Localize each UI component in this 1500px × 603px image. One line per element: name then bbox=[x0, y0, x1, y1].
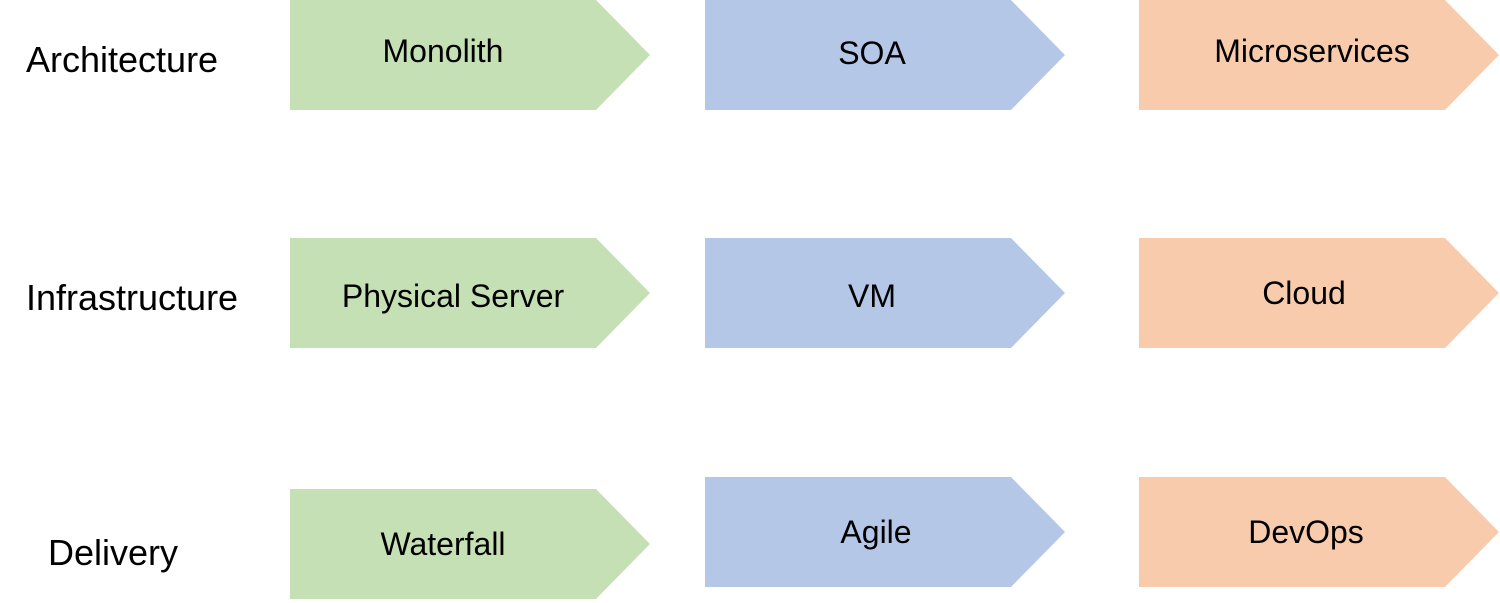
chevron-label-soa: SOA bbox=[838, 34, 906, 71]
chevron-label-monolith: Monolith bbox=[382, 32, 504, 69]
chevron-monolith: Monolith bbox=[290, 0, 650, 110]
chevron-physical-server: Physical Server bbox=[290, 238, 650, 348]
chevron-label-devops: DevOps bbox=[1248, 513, 1364, 550]
chevron-label-physical-server: Physical Server bbox=[341, 277, 565, 314]
chevron-devops: DevOps bbox=[1139, 477, 1499, 587]
chevron-label-waterfall: Waterfall bbox=[380, 525, 506, 562]
row-label-architecture: Architecture bbox=[26, 39, 219, 80]
chevron-soa: SOA bbox=[705, 0, 1065, 110]
row-label-infrastructure: Infrastructure bbox=[26, 277, 239, 318]
chevron-agile: Agile bbox=[705, 477, 1065, 587]
row-label-delivery: Delivery bbox=[48, 532, 179, 573]
chevron-label-vm: VM bbox=[848, 277, 896, 314]
chevron-waterfall: Waterfall bbox=[290, 489, 650, 599]
chevron-microservices: Microservices bbox=[1139, 0, 1499, 110]
chevron-label-microservices: Microservices bbox=[1214, 32, 1410, 69]
chevron-vm: VM bbox=[705, 238, 1065, 348]
chevron-label-agile: Agile bbox=[840, 513, 912, 550]
chevron-cloud: Cloud bbox=[1139, 238, 1499, 348]
chevron-label-cloud: Cloud bbox=[1262, 274, 1346, 311]
